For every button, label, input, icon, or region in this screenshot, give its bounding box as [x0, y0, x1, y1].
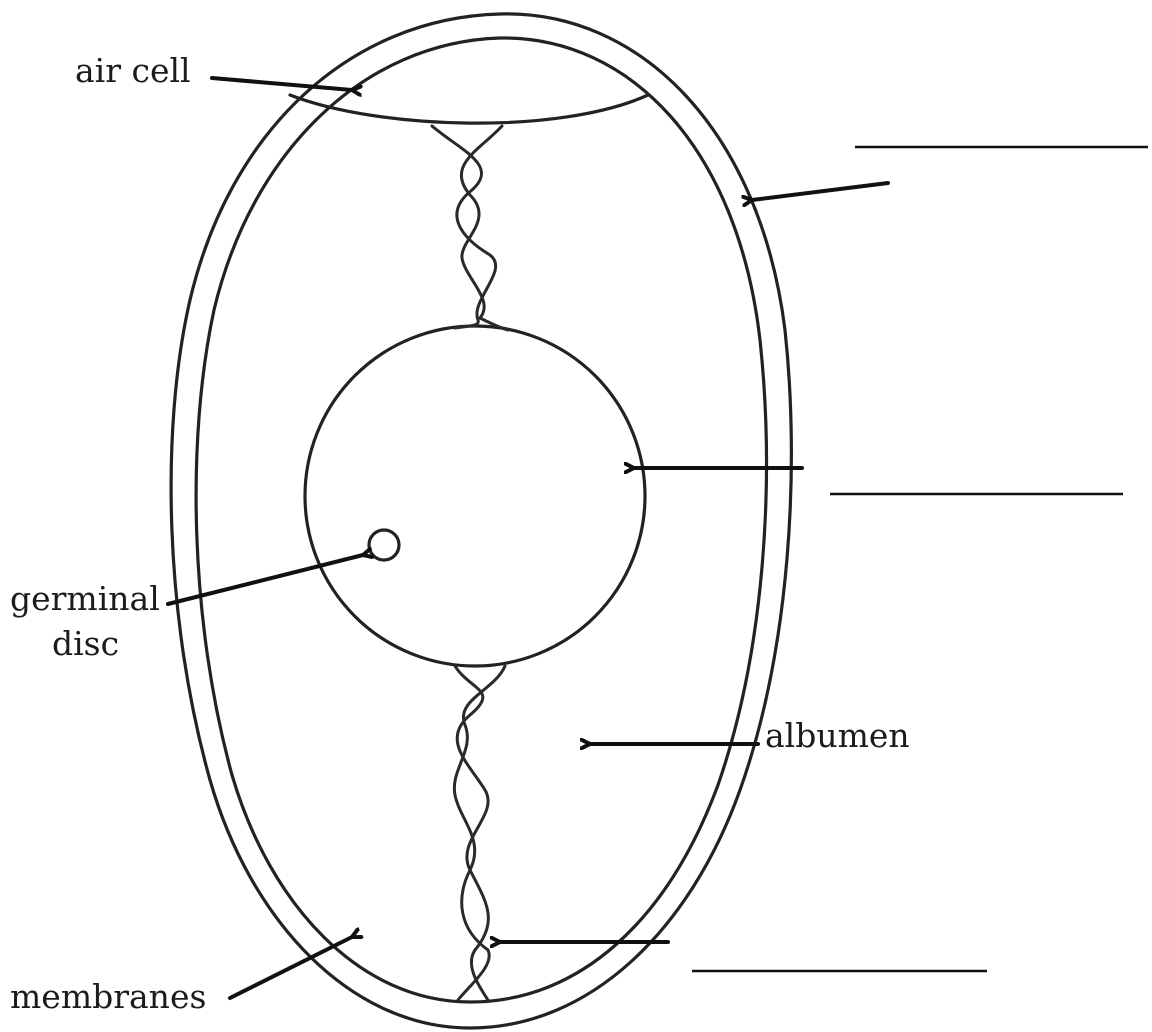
- label-germinal: germinal: [10, 579, 160, 618]
- label-disc: disc: [52, 624, 119, 663]
- air-cell-boundary: [290, 95, 648, 123]
- lower-chalaza: [454, 666, 505, 1000]
- shell-arrow: [752, 183, 888, 200]
- label-membranes: membranes: [10, 977, 206, 1016]
- shell-outline-outer: [171, 14, 791, 1028]
- germinal-disc-circle: [369, 530, 399, 560]
- label-albumen: albumen: [765, 716, 910, 755]
- membranes-arrow: [230, 937, 352, 998]
- yolk-circle: [305, 326, 645, 666]
- label-air-cell: air cell: [75, 51, 191, 90]
- air-cell-arrow: [212, 78, 352, 90]
- upper-chalaza: [432, 126, 508, 330]
- membrane-outline-inner: [196, 38, 766, 1002]
